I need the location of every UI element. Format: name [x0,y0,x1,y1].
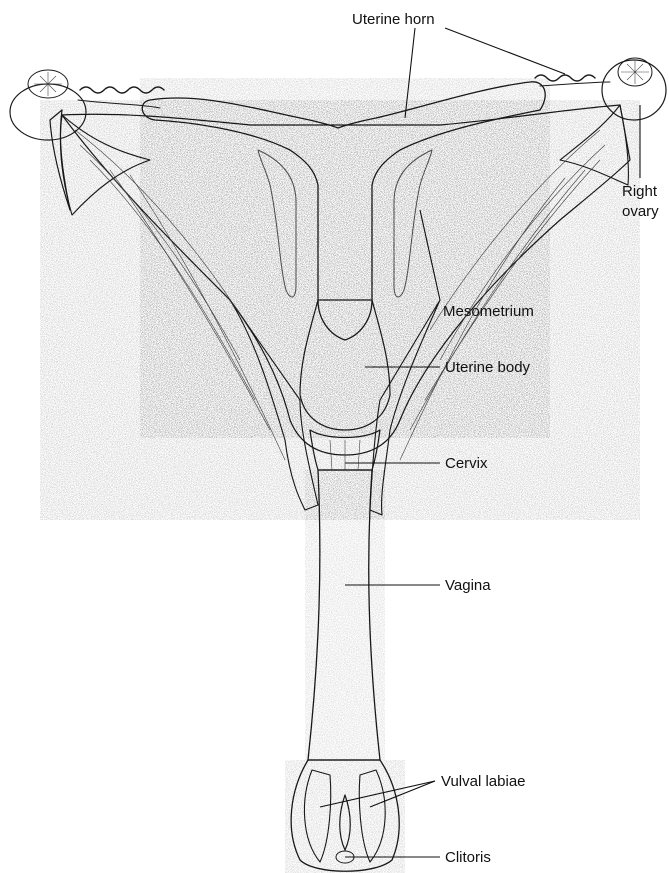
label-vulval-labiae: Vulval labiae [441,773,526,790]
label-mesometrium: Mesometrium [443,303,534,320]
label-cervix: Cervix [445,455,488,472]
label-right-ovary-line2: ovary [622,203,659,220]
label-vagina: Vagina [445,577,491,594]
vagina [305,470,385,760]
label-uterine-horn: Uterine horn [352,11,435,28]
uterine-horns [140,78,550,438]
label-right-ovary-line1: Right [622,183,658,200]
label-uterine-body: Uterine body [445,359,531,376]
label-clitoris: Clitoris [445,849,491,866]
vulva [285,760,405,873]
